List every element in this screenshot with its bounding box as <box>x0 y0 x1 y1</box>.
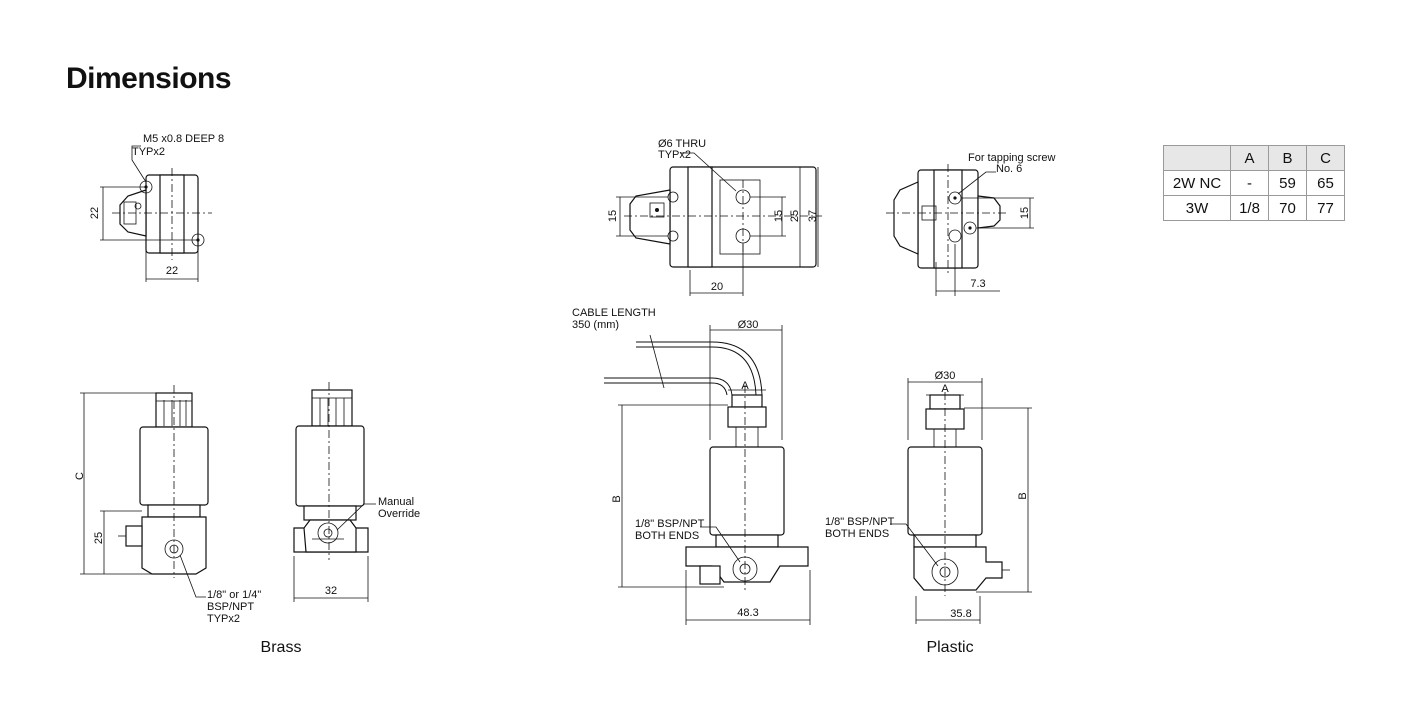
manual-override-line1: Manual <box>378 496 414 508</box>
table-header-cell: A <box>1230 145 1269 171</box>
table-row: 3W 1/8 70 77 <box>1163 195 1345 221</box>
brass-front-view <box>80 385 209 598</box>
plastic-port-note-1-line2: BOTH ENDS <box>635 530 699 542</box>
plastic-port-note-2-line2: BOTH ENDS <box>825 528 889 540</box>
plastic-port-note-2-line1: 1/8" BSP/NPT <box>825 516 895 528</box>
dim-plastic-35-8: 35.8 <box>950 608 971 620</box>
brass-port-note-line1: 1/8" or 1/4" <box>207 589 261 601</box>
table-cell: 1/8 <box>1230 195 1269 221</box>
table-cell: 59 <box>1268 170 1307 196</box>
dim-brass-25: 25 <box>93 532 105 544</box>
dim-brass-top-width: 22 <box>166 265 178 277</box>
thru-note-line2: TYPx2 <box>658 149 691 161</box>
table-cell: - <box>1230 170 1269 196</box>
table-cell: 3W <box>1163 195 1231 221</box>
dim-plastic-top-15: 15 <box>607 210 619 222</box>
table-cell: 2W NC <box>1163 170 1231 196</box>
dim-plastic-top-15b: 15 <box>773 210 785 222</box>
dim-plastic-b-2: B <box>1017 492 1029 499</box>
brass-top-view <box>100 145 212 282</box>
table-header-cell: B <box>1268 145 1307 171</box>
m5-note-line1: M5 x0.8 DEEP 8 <box>143 133 224 145</box>
dim-plastic-dia-1: Ø30 <box>738 319 759 331</box>
brass-port-note-line2: BSP/NPT <box>207 601 254 613</box>
plastic-front-view <box>604 325 811 625</box>
dim-plastic-a-2: A <box>941 383 949 395</box>
caption-plastic: Plastic <box>926 639 973 656</box>
dim-brass-top-height: 22 <box>89 207 101 219</box>
caption-brass: Brass <box>261 639 302 656</box>
dim-plastic-a-1: A <box>741 380 749 392</box>
table-header-cell <box>1163 145 1231 171</box>
page-title: Dimensions <box>66 62 232 95</box>
dim-plastic-top-20: 20 <box>711 281 723 293</box>
dim-plastic-48-3: 48.3 <box>737 607 758 619</box>
dim-brass-32: 32 <box>325 585 337 597</box>
dimension-table: A B C 2W NC - 59 65 3W 1/8 70 77 <box>1163 145 1345 221</box>
dim-plastic-right-7-3: 7.3 <box>970 278 985 290</box>
plastic-side-view <box>890 378 1032 624</box>
thru-note-line1: Ø6 THRU <box>658 138 706 150</box>
plastic-port-note-1-line1: 1/8" BSP/NPT <box>635 518 705 530</box>
cable-length-line1: CABLE LENGTH <box>572 307 656 319</box>
table-cell: 77 <box>1306 195 1345 221</box>
table-row: 2W NC - 59 65 <box>1163 170 1345 196</box>
dim-plastic-top-37: 37 <box>807 210 819 222</box>
table-header-row: A B C <box>1163 145 1345 171</box>
table-header-cell: C <box>1306 145 1345 171</box>
m5-note-line2: TYPx2 <box>132 146 165 158</box>
brass-port-note-line3: TYPx2 <box>207 613 240 625</box>
manual-override-line2: Override <box>378 508 420 520</box>
dim-plastic-right-15: 15 <box>1019 207 1031 219</box>
tapping-screw-line1: For tapping screw <box>968 152 1055 164</box>
table-cell: 70 <box>1268 195 1307 221</box>
dim-plastic-dia-2: Ø30 <box>935 370 956 382</box>
dim-plastic-b-1: B <box>611 495 623 502</box>
plastic-right-top-view <box>886 164 1034 296</box>
brass-side-view <box>293 382 376 602</box>
dim-brass-c: C <box>74 472 86 480</box>
cable-length-line2: 350 (mm) <box>572 319 619 331</box>
table-cell: 65 <box>1306 170 1345 196</box>
plastic-top-view <box>616 152 822 296</box>
dim-plastic-top-25: 25 <box>789 210 801 222</box>
tapping-screw-line2: No. 6 <box>996 163 1022 175</box>
